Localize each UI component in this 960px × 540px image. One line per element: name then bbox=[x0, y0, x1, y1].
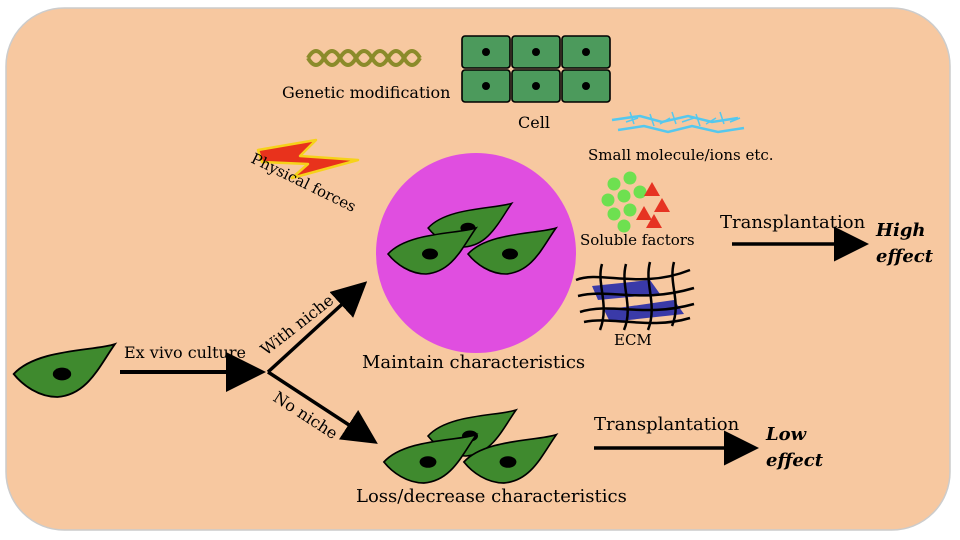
soluble-factors-icon bbox=[601, 171, 670, 233]
with-niche-arrow bbox=[266, 281, 368, 374]
low-effect-label-line1: Low bbox=[765, 424, 808, 445]
ecm-mesh-icon bbox=[575, 261, 695, 331]
high-effect-label-line2: effect bbox=[876, 246, 934, 267]
maintain-characteristics-label: Maintain characteristics bbox=[362, 352, 585, 373]
ex-vivo-culture-label: Ex vivo culture bbox=[124, 343, 246, 362]
genetic-modification-label: Genetic modification bbox=[282, 83, 450, 102]
cell-label: Cell bbox=[518, 113, 550, 132]
soluble-factors-label: Soluble factors bbox=[580, 231, 695, 249]
high-effect-label-line1: High bbox=[875, 220, 926, 241]
lightning-icon bbox=[256, 138, 360, 180]
small-molecule-label: Small molecule/ions etc. bbox=[588, 146, 774, 164]
transplantation-bottom-label: Transplantation bbox=[594, 414, 740, 435]
no-niche-arrow bbox=[267, 370, 378, 444]
loss-characteristics-label: Loss/decrease characteristics bbox=[356, 486, 627, 507]
small-molecule-icon bbox=[611, 111, 745, 134]
transplantation-top-label: Transplantation bbox=[720, 212, 866, 233]
ecm-label: ECM bbox=[614, 331, 652, 349]
dna-helix-icon bbox=[306, 49, 422, 67]
cell-grid-icon bbox=[461, 35, 611, 103]
low-effect-label-line2: effect bbox=[766, 450, 824, 471]
